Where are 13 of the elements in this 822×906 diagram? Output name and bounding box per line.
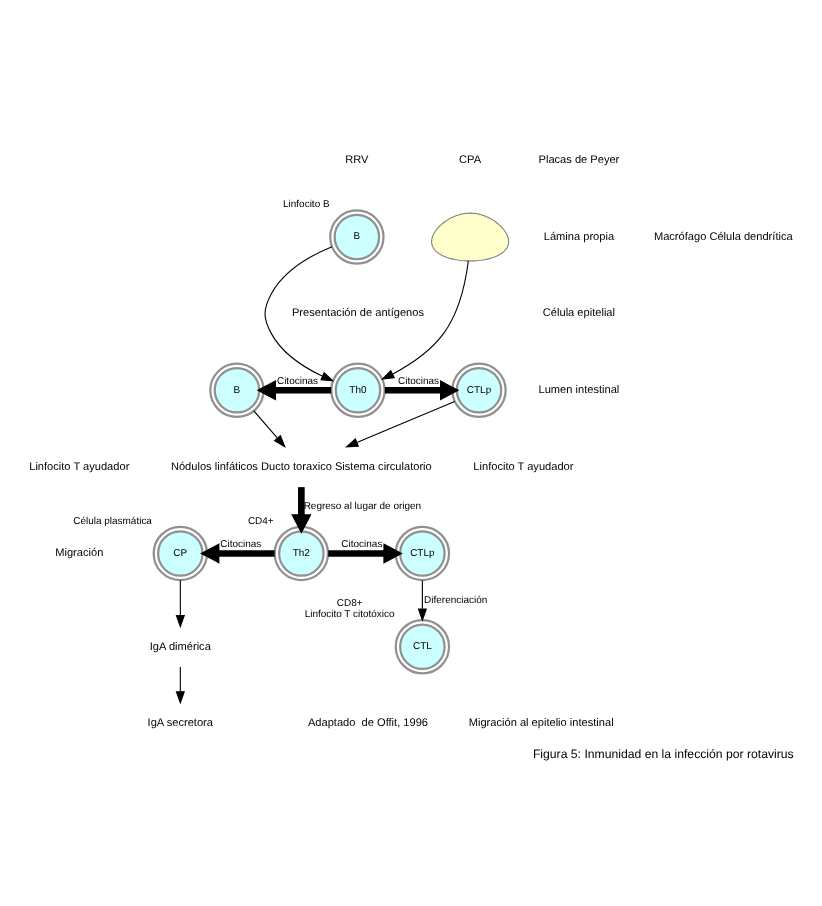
arrow	[345, 401, 456, 448]
node-cloud	[431, 212, 510, 262]
arrow	[384, 380, 460, 401]
arrow	[328, 543, 403, 564]
arrow	[381, 260, 469, 380]
arrow	[256, 380, 332, 401]
arrow	[200, 543, 275, 564]
arrow	[175, 666, 185, 705]
arrow	[291, 487, 312, 534]
arrow	[417, 579, 428, 622]
arrow	[253, 410, 286, 448]
arrow	[175, 579, 185, 629]
arrow	[264, 246, 335, 382]
